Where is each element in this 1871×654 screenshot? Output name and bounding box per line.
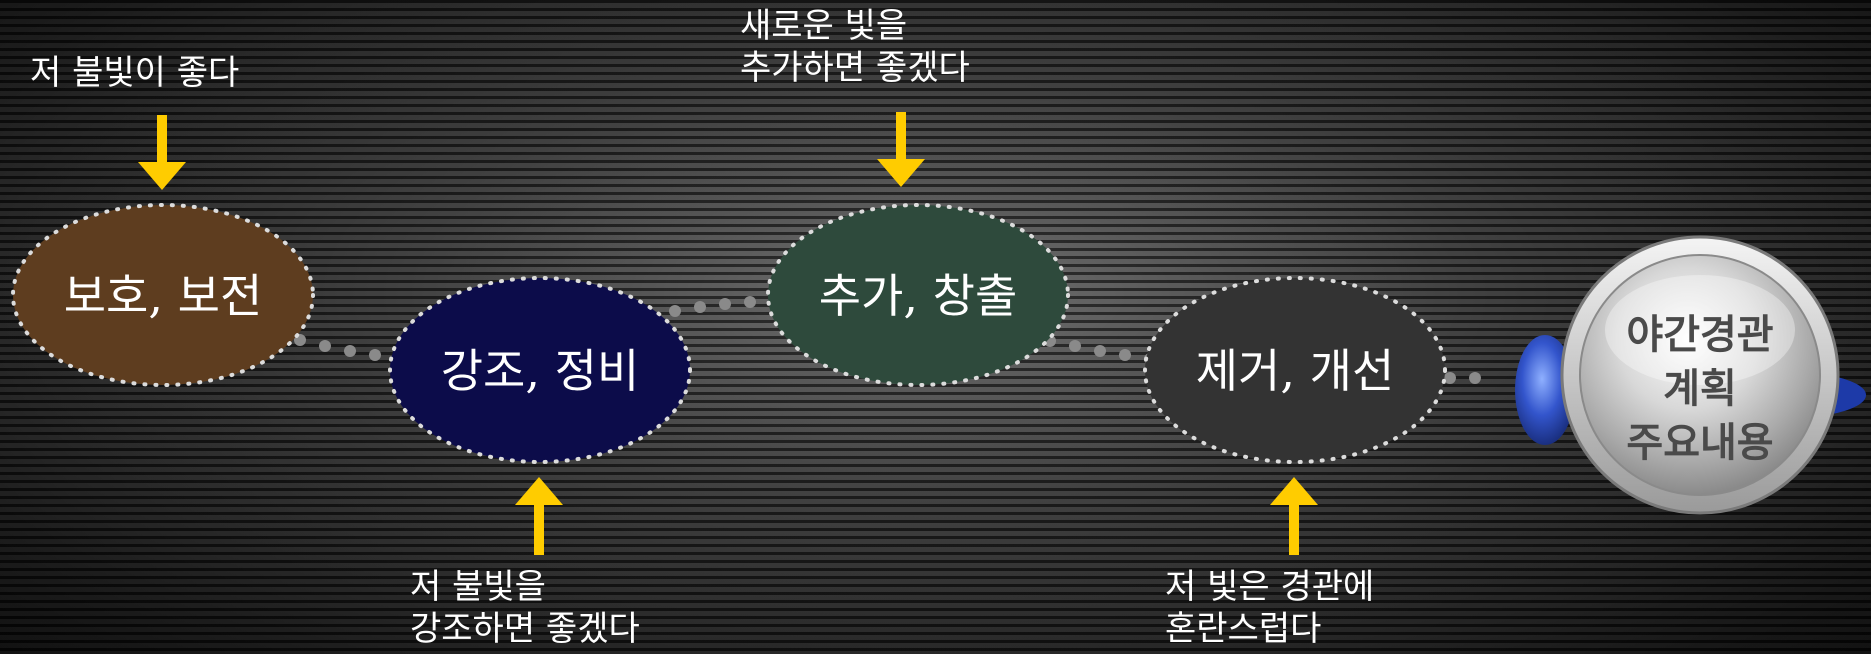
arrow-add [877, 112, 925, 187]
caption-remove-line-1: 저 빛은 경관에 [1165, 567, 1375, 607]
arrow-remove [1270, 477, 1318, 555]
caption-add-line-2: 추가하면 좋겠다 [740, 48, 970, 88]
arrow-preserve [138, 115, 186, 190]
caption-preserve-line-1: 저 불빛이 좋다 [30, 53, 240, 93]
center-title-line-1: 야간경관 [1626, 312, 1773, 358]
caption-add-line-1: 새로운 빛을 [740, 6, 908, 46]
center-title-line-3: 주요내용 [1626, 420, 1773, 466]
lens-emblem-icon [1515, 235, 1866, 515]
caption-emphasize-line-1: 저 불빛을 [410, 567, 546, 607]
node-preserve-label: 보호, 보전 [64, 269, 263, 323]
node-preserve: 보호, 보전 [11, 203, 315, 387]
caption-remove: 저 빛은 경관에 혼란스럽다 [1165, 566, 1374, 650]
caption-emphasize: 저 불빛을 강조하면 좋겠다 [410, 566, 640, 650]
node-emphasize: 강조, 정비 [388, 276, 692, 464]
caption-preserve: 저 불빛이 좋다 [30, 52, 239, 94]
caption-remove-line-2: 혼란스럽다 [1165, 609, 1322, 649]
arrow-emphasize [515, 477, 563, 555]
caption-add: 새로운 빛을 추가하면 좋겠다 [740, 5, 970, 89]
node-add-label: 추가, 창출 [819, 269, 1018, 323]
center-title: 야간경관 계획 주요내용 [1626, 312, 1773, 466]
node-add: 추가, 창출 [766, 203, 1070, 387]
caption-emphasize-line-2: 강조하면 좋겠다 [410, 609, 640, 649]
node-remove: 제거, 개선 [1143, 276, 1447, 464]
center-title-line-2: 계획 [1663, 366, 1737, 412]
node-remove-label: 제거, 개선 [1196, 344, 1395, 398]
node-emphasize-label: 강조, 정비 [441, 344, 640, 398]
